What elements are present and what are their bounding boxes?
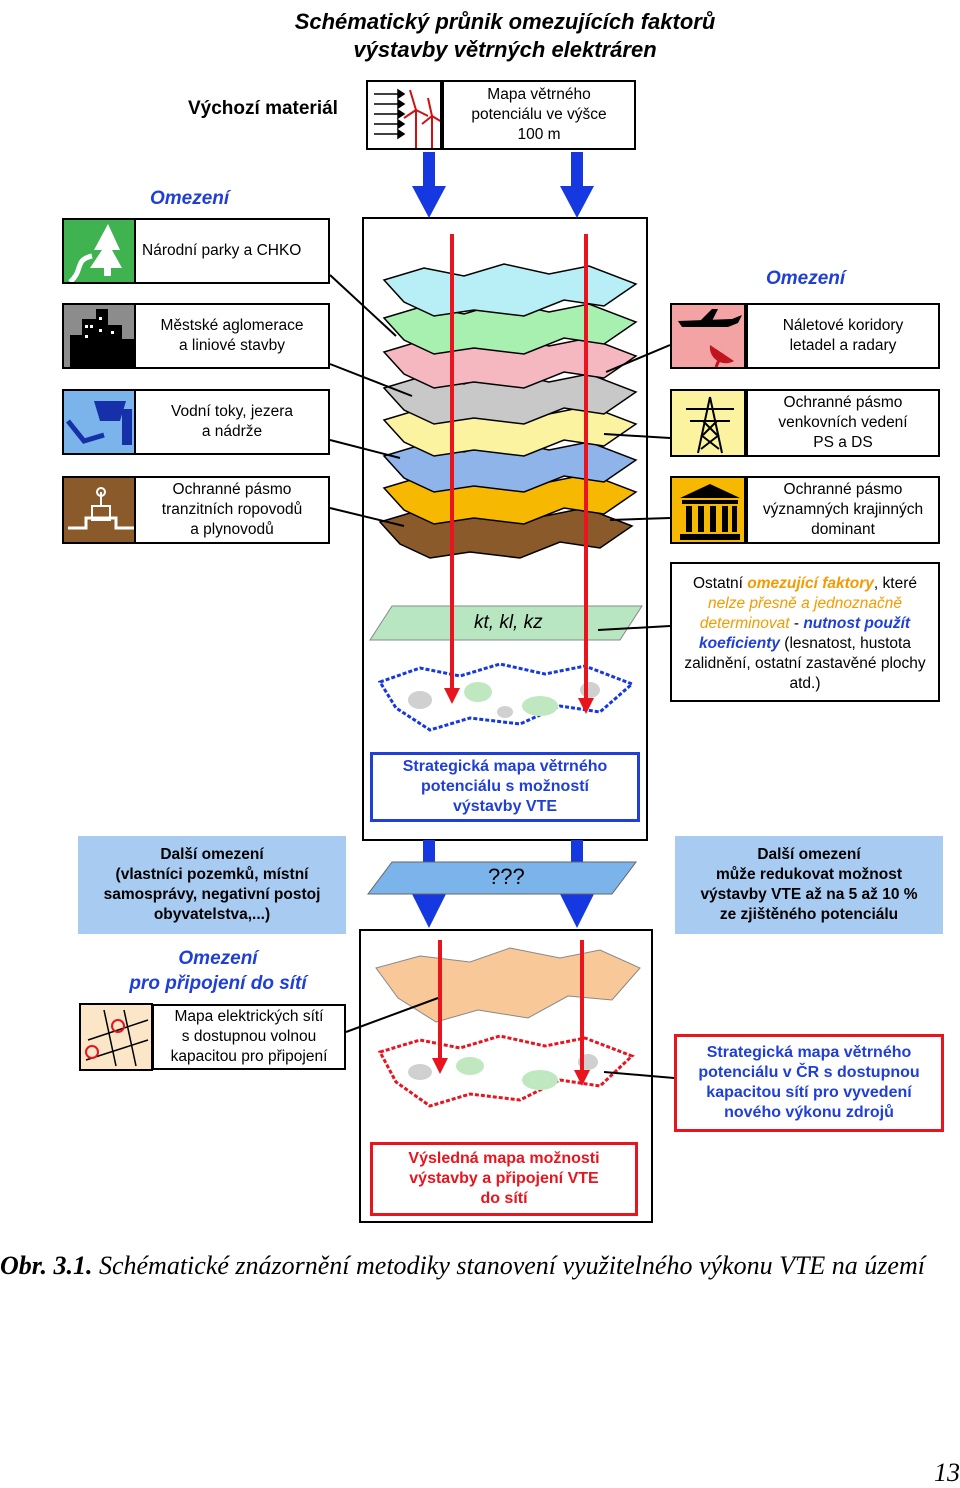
- other-factors-text-7: (lesnatost, hustota zalidnění, ostatní z…: [684, 635, 926, 692]
- monument-icon: [670, 476, 746, 544]
- k-factor-plane: [369, 605, 643, 641]
- power-pylon-icon: [670, 389, 746, 457]
- connector-lines: [329, 274, 675, 1079]
- city-icon: [62, 303, 136, 369]
- strategic-grid-map-box: Strategická mapa větrného potenciálu v Č…: [674, 1034, 944, 1132]
- constraint-water-bodies: Vodní toky, jezera a nádrže: [134, 389, 330, 455]
- park-tree-icon: [62, 218, 136, 284]
- other-factors-text-2: omezující faktory: [747, 575, 874, 592]
- grid-map-box: Mapa elektrických sítí s dostupnou volno…: [152, 1004, 346, 1070]
- wind-potential-map-box: Mapa větrného potenciálu ve výšce 100 m: [442, 80, 636, 150]
- unknown-label: ???: [488, 864, 525, 889]
- diagram-graphics: [79, 152, 675, 1223]
- source-label: Výchozí materiál: [188, 98, 338, 119]
- grid-constraints-heading: Omezení pro připojení do sítí: [78, 946, 358, 996]
- wind-turbine-icon: [366, 80, 442, 150]
- caption-text: Schématické znázornění metodiky stanoven…: [92, 1251, 925, 1280]
- grid-heading-line-1: Omezení: [178, 948, 258, 969]
- constraint-power-lines: Ochranné pásmo venkovních vedení PS a DS: [746, 389, 940, 457]
- constraint-air-corridors: Náletové koridory letadel a radary: [746, 303, 940, 369]
- constraint-national-parks: Národní parky a CHKO: [134, 218, 330, 284]
- other-factors-text-1: Ostatní: [693, 575, 748, 592]
- left-constraints-heading: Omezení: [150, 188, 230, 209]
- other-factors-text-5: -: [789, 615, 804, 632]
- caption-label: Obr. 3.1.: [0, 1251, 93, 1280]
- further-constraints-right: Další omezení může redukovat možnost výs…: [675, 836, 943, 934]
- result-map-box: Výsledná mapa možnosti výstavby a připoj…: [370, 1142, 638, 1216]
- further-constraints-left: Další omezení (vlastníci pozemků, místní…: [78, 836, 346, 934]
- layer-stack: [378, 263, 638, 559]
- result-map-upper: [377, 662, 635, 732]
- pipeline-icon: [62, 476, 136, 544]
- figure-caption: Obr. 3.1. Schématické znázornění metodik…: [0, 1250, 960, 1282]
- page-number: 13: [934, 1458, 960, 1487]
- red-arrows: [432, 234, 594, 1086]
- constraint-landscape-dominants: Ochranné pásmo významných krajinných dom…: [746, 476, 940, 544]
- constraint-urban-areas: Městské aglomerace a liniové stavby: [134, 303, 330, 369]
- airplane-radar-icon: [670, 303, 746, 369]
- other-factors-text-6: nutnost použít koeficienty: [699, 615, 911, 652]
- k-factors-label: kt, kl, kz: [474, 612, 543, 633]
- other-factors-text-4: nelze přesně a jednoznačně determinovat: [699, 595, 902, 632]
- unknown-plane: [367, 861, 637, 895]
- other-factors-text-3: , které: [873, 575, 917, 592]
- title-line-2: výstavby větrných elektráren: [353, 37, 657, 62]
- strategic-map-box: Strategická mapa větrného potenciálu s m…: [370, 752, 640, 822]
- right-constraints-heading: Omezení: [766, 268, 846, 289]
- other-factors-box: Ostatní omezující faktory, které nelze p…: [670, 562, 940, 702]
- diagram-title: Schématický průnik omezujících faktorů v…: [230, 8, 780, 64]
- constraint-pipelines: Ochranné pásmo tranzitních ropovodů a pl…: [134, 476, 330, 544]
- title-line-1: Schématický průnik omezujících faktorů: [294, 9, 716, 34]
- grid-map-icon: [79, 1003, 153, 1071]
- grid-heading-line-2: pro připojení do sítí: [129, 973, 307, 994]
